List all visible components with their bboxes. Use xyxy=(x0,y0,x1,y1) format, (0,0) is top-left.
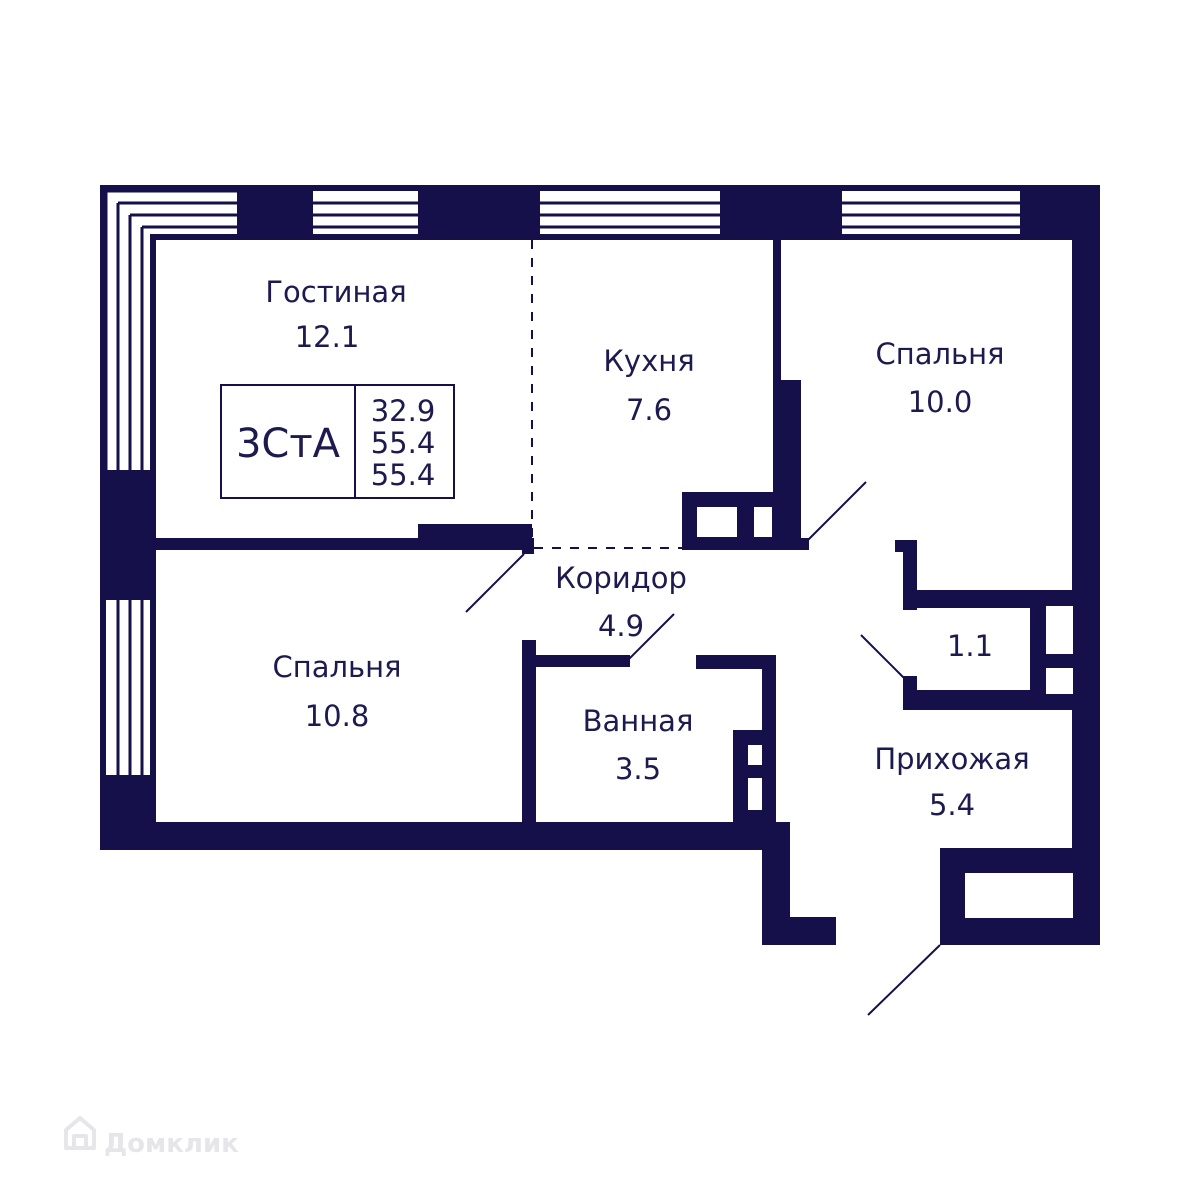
room-corridor-area: 4.9 xyxy=(598,609,644,643)
badge-type-code: 3СтА xyxy=(236,421,341,467)
divider-living-bedroom xyxy=(150,538,532,550)
door-bedroom-right xyxy=(807,481,867,541)
room-corridor-name: Коридор xyxy=(555,561,687,595)
room-hall-area: 5.4 xyxy=(929,788,975,822)
wall-kitchen-bedroom xyxy=(773,240,781,540)
room-bedroom-left-area: 10.8 xyxy=(305,699,370,733)
kitchen-block-cell-2 xyxy=(754,507,772,537)
room-kitchen-name: Кухня xyxy=(603,344,694,378)
closet-shaft-cell-2 xyxy=(1046,668,1073,694)
top-wall xyxy=(100,185,1100,191)
wall-kitchen-foot xyxy=(781,538,809,550)
room-living-area: 12.1 xyxy=(295,320,360,354)
bottom-right-niche xyxy=(965,873,1073,918)
badge-area-total-3: 55.4 xyxy=(371,458,436,492)
room-bathroom-name: Ванная xyxy=(583,704,694,738)
entry-wall-horz xyxy=(762,917,836,945)
room-bedroom-right-name: Спальня xyxy=(875,337,1004,371)
top-wall-right xyxy=(780,234,1100,240)
room-hall-name: Прихожая xyxy=(874,742,1029,776)
room-living-name: Гостиная xyxy=(265,275,406,309)
wall-kitchen-bedroom-thick xyxy=(781,380,801,540)
bottom-wall xyxy=(100,822,790,850)
bath-top-right xyxy=(696,655,776,669)
badge-area-total-2: 55.4 xyxy=(371,426,436,460)
outer-walls xyxy=(100,185,1100,945)
bath-shaft xyxy=(733,730,776,825)
divider-post xyxy=(522,538,534,554)
door-closet xyxy=(860,634,907,681)
bath-top-left xyxy=(522,655,630,667)
pier-2 xyxy=(418,185,540,240)
room-labels: Гостиная 12.1 Кухня 7.6 Спальня 10.0 Спа… xyxy=(265,275,1029,822)
door-bedroom-left xyxy=(465,553,525,613)
apartment-badge: 3СтА 32.9 55.4 55.4 xyxy=(220,384,455,499)
door-swings xyxy=(465,481,941,1016)
badge-frame xyxy=(220,384,455,499)
pier-3 xyxy=(720,185,842,240)
bath-shaft-cell-1 xyxy=(748,745,762,765)
badge-area-total-1: 32.9 xyxy=(371,394,436,428)
room-bedroom-right-area: 10.0 xyxy=(908,385,973,419)
left-pier-1 xyxy=(100,470,156,600)
bath-shaft-cell-2 xyxy=(748,778,762,810)
room-kitchen-area: 7.6 xyxy=(626,393,672,427)
interior-walls xyxy=(150,240,1073,830)
pier-1 xyxy=(237,185,313,240)
room-closet-area: 1.1 xyxy=(947,629,993,663)
divider-stub xyxy=(418,524,532,538)
watermark: Домклик xyxy=(64,1116,239,1159)
wall-bedroom-bath xyxy=(522,640,536,830)
closet-shaft-cell-1 xyxy=(1046,606,1073,654)
house-icon xyxy=(64,1116,96,1150)
watermark-text: Домклик xyxy=(104,1129,239,1159)
kitchen-block-cell-1 xyxy=(697,507,737,537)
room-bathroom-area: 3.5 xyxy=(615,752,661,786)
right-wall xyxy=(1072,185,1100,945)
door-entrance xyxy=(867,944,941,1016)
room-bedroom-left-name: Спальня xyxy=(272,650,401,684)
window-frames xyxy=(104,189,1020,775)
door-bathroom xyxy=(626,613,675,662)
